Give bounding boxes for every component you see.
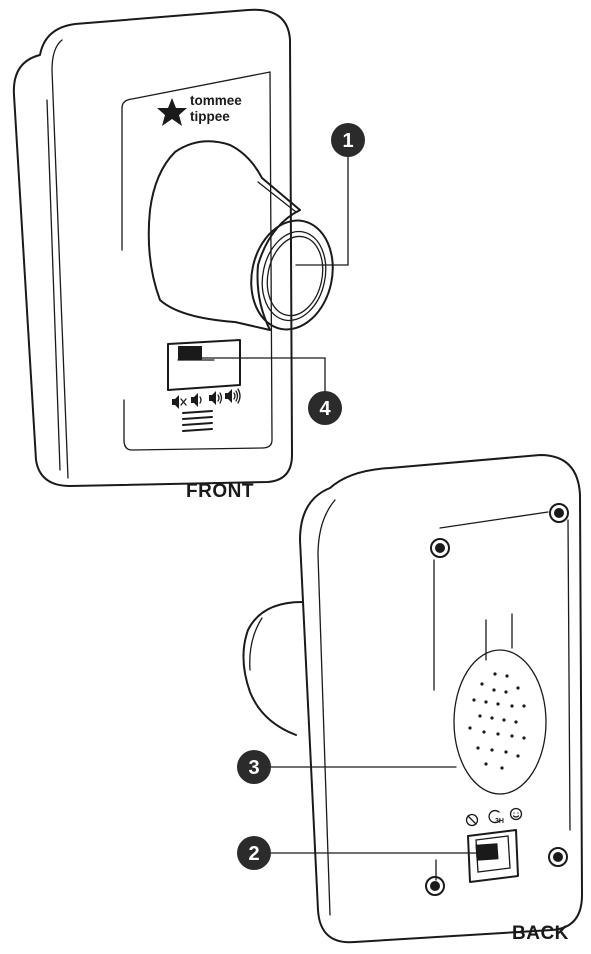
sensor-lens-outer: [250, 219, 334, 331]
callout-4-marker: [308, 391, 342, 425]
sensor-lens-inner: [261, 230, 327, 322]
screw-bottom-left: [425, 876, 445, 896]
brand-line-2: tippee: [190, 109, 230, 124]
back-sensor-bump: [242, 601, 303, 736]
back-device-body: [299, 454, 583, 944]
front-device-body: [12, 8, 293, 487]
tommee-tippee-star-logo: [157, 98, 187, 126]
callout-2: 2: [237, 836, 479, 870]
svg-text:3H: 3H: [495, 818, 504, 825]
callout-2-number: 2: [248, 843, 259, 865]
callout-3-marker: [237, 750, 271, 784]
callout-1: 1: [295, 123, 365, 266]
back-mode-switch: [475, 843, 499, 861]
timer-3h-icon: 3H: [488, 809, 504, 825]
volume-switch: [178, 346, 202, 360]
callout-3: 3: [237, 750, 457, 784]
front-device-edge: [51, 39, 69, 479]
volume-switch-slot: [167, 339, 241, 391]
front-label: FRONT: [186, 481, 254, 502]
front-speaker-grille: [182, 410, 213, 432]
back-device-edge: [317, 499, 336, 916]
volume-high-icon: [225, 388, 241, 404]
screw-bottom-right: [548, 847, 568, 867]
mute-icon: [172, 395, 187, 409]
callout-2-marker: [237, 836, 271, 870]
brand-line-1: tommee: [190, 93, 242, 108]
front-device: tommee tippee: [12, 8, 334, 487]
back-device: 3H: [242, 454, 583, 944]
off-icon: [465, 813, 479, 827]
speaker-holes: [468, 672, 526, 770]
continuous-icon: [509, 807, 523, 821]
callout-4: 4: [201, 357, 342, 425]
screw-top-left: [430, 538, 450, 558]
sensor-cone: [147, 140, 301, 331]
callout-1-number: 1: [342, 130, 353, 152]
volume-low-icon: [191, 393, 202, 407]
screw-top-right: [549, 503, 569, 523]
back-label: BACK: [512, 923, 569, 944]
callout-4-number: 4: [319, 398, 331, 420]
volume-medium-icon: [209, 391, 223, 405]
back-switch-frame: [467, 829, 519, 883]
speaker-disc: [453, 649, 547, 795]
callout-1-marker: [331, 123, 365, 157]
callout-3-number: 3: [248, 757, 259, 779]
